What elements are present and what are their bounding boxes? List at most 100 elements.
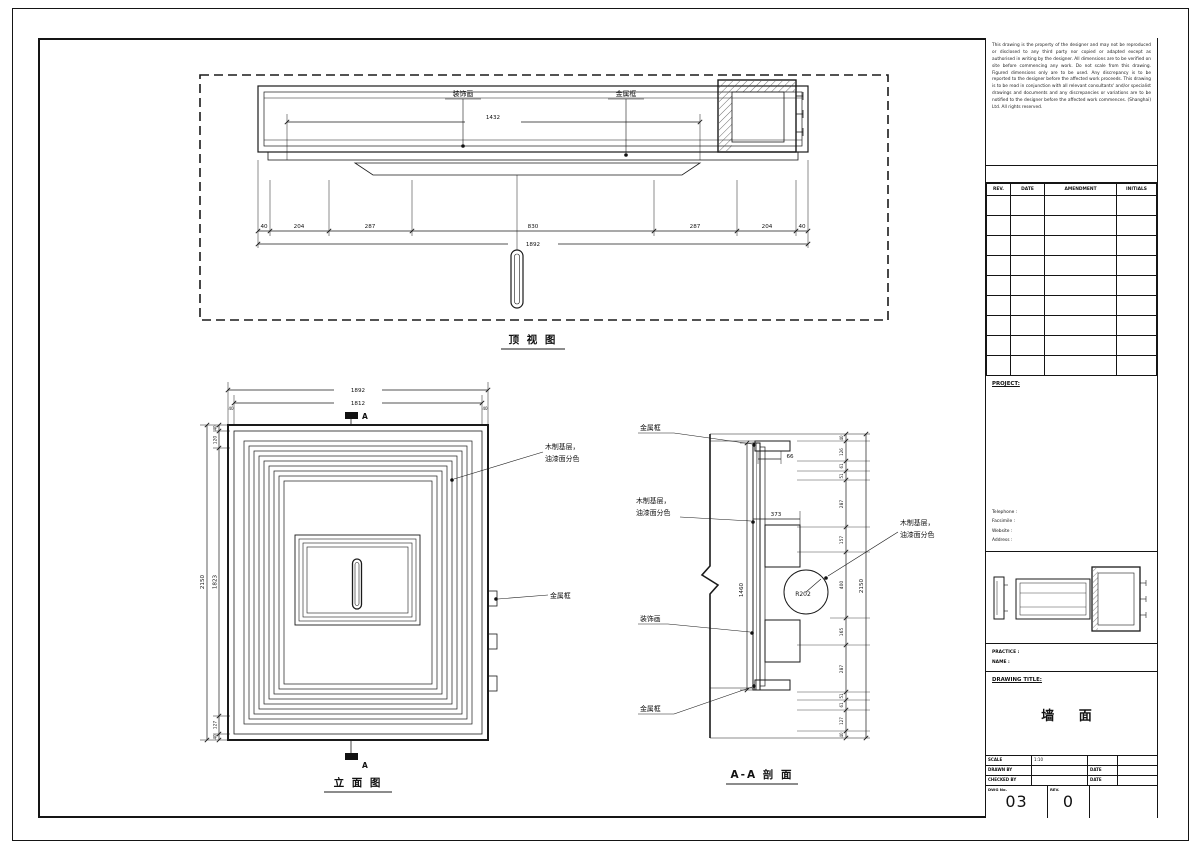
dim-text: 40 xyxy=(482,406,488,411)
sheet-inner-border xyxy=(38,38,1158,818)
top-view-corner-detail xyxy=(717,79,804,153)
dim-text: 1892 xyxy=(351,388,365,394)
radius-detail-circle xyxy=(783,569,829,615)
section-view: R202 金属框 木制基层， 油漆面分色 装饰画 xyxy=(636,423,935,785)
label-text: 木制基层， xyxy=(545,442,579,451)
contact-telephone: Telephone : xyxy=(992,510,1018,515)
fastener-ticks xyxy=(796,92,804,136)
initials-header: INITIALS xyxy=(1116,183,1157,196)
date-header: DATE xyxy=(1010,183,1045,196)
revision-row xyxy=(986,215,1157,236)
scale-row: SCALE 1:10 xyxy=(986,756,1157,766)
dim-text: 287 xyxy=(690,224,701,230)
revision-row xyxy=(986,315,1157,336)
key-plan-thumbnail xyxy=(986,552,1157,644)
dim-1892-elevation: 1892 xyxy=(225,382,491,426)
svg-text:立 面 图: 立 面 图 xyxy=(334,776,383,789)
dim-1892-top-view: 1892 xyxy=(255,241,811,248)
dim-text: 40 xyxy=(213,425,218,431)
dim-text: 40 xyxy=(228,406,234,411)
dim-text: 126 xyxy=(839,448,844,456)
scale-value: 1:10 xyxy=(1032,756,1088,765)
label-wood-base-left: 木制基层， 油漆面分色 xyxy=(636,496,755,524)
elevation-center-panel xyxy=(294,534,421,626)
dim-text: 1812 xyxy=(351,401,365,407)
dim-text: 287 xyxy=(839,500,845,509)
name-label: NAME : xyxy=(992,659,1010,665)
empty-cell xyxy=(1118,776,1157,785)
drawn-by-row: DRAWN BY DATE xyxy=(986,766,1157,776)
dim-text: 1432 xyxy=(486,115,500,121)
dwg-no-value: 03 xyxy=(1005,792,1028,811)
rev-number-cell: REV. 0 xyxy=(1048,786,1090,818)
dim-chain-section: 40 126 61 51 287 157 400 165 287 51 61 1… xyxy=(710,431,870,741)
revision-row xyxy=(986,335,1157,356)
amendment-header: AMENDMENT xyxy=(1044,183,1117,196)
elevation-title: 立 面 图 xyxy=(324,776,392,793)
section-marker-letter: A xyxy=(362,761,368,770)
dim-text: 204 xyxy=(294,224,305,230)
dwg-no-label: DWG No. xyxy=(988,787,1008,792)
checked-by-label: CHECKED BY xyxy=(986,776,1032,785)
dim-text: 2150 xyxy=(200,574,206,589)
empty-cell xyxy=(1088,756,1118,765)
label-wood-base-right: 木制基层， 油漆面分色 xyxy=(824,518,935,580)
top-view-hanger xyxy=(510,249,524,309)
label-metal-frame-elevation: 金属框 xyxy=(494,591,571,601)
dim-text: 51 xyxy=(839,473,844,479)
rev-value: 0 xyxy=(1062,792,1075,811)
label-decorative-painting: 装饰画 xyxy=(445,89,481,148)
project-label: PROJECT: xyxy=(992,381,1020,387)
wood-block-lower xyxy=(764,619,801,663)
label-text: 金属框 xyxy=(640,704,661,713)
section-marker-letter: A xyxy=(362,412,368,421)
wall-line-with-break xyxy=(700,434,720,738)
date-label: DATE xyxy=(1088,776,1118,785)
dim-height-chain-elevation: 40 120 1823 127 40 xyxy=(200,422,230,743)
practice-section: PRACTICE : NAME : xyxy=(986,644,1157,672)
dim-text: 1892 xyxy=(526,242,540,248)
rev-label: REV. xyxy=(1050,787,1060,792)
elevation-right-clips xyxy=(487,590,498,692)
dim-text: 120 xyxy=(213,436,219,445)
title-block: This drawing is the property of the desi… xyxy=(985,38,1157,818)
drawn-by-value xyxy=(1032,766,1088,775)
dim-text: 204 xyxy=(762,224,773,230)
scale-label: SCALE xyxy=(986,756,1032,765)
revision-row xyxy=(986,275,1157,296)
cad-drawing-canvas: 1432 装饰画 金属框 xyxy=(199,74,935,793)
dim-text: 400 xyxy=(839,581,845,590)
radius-text: R202 xyxy=(795,591,811,598)
title-fields: SCALE 1:10 DRAWN BY DATE CHECKED BY DATE… xyxy=(986,756,1157,818)
label-text: 木制基层， xyxy=(900,518,934,527)
key-plan-svg xyxy=(993,565,1146,632)
label-metal-frame-top: 金属框 xyxy=(638,423,756,447)
revision-row xyxy=(986,195,1157,216)
dim-text: 2150 xyxy=(859,578,865,593)
dim-text: 1460 xyxy=(739,582,745,597)
dim-2150-section: 2150 xyxy=(859,431,869,741)
label-metal-frame-bottom: 金属框 xyxy=(638,684,756,715)
section-marker-bottom: A xyxy=(345,740,368,770)
dim-text: 373 xyxy=(771,512,782,518)
practice-label: PRACTICE : xyxy=(992,650,1020,655)
contact-facsimile: Facsimile : xyxy=(992,519,1016,525)
wood-block-upper xyxy=(764,524,801,568)
contact-info: Telephone : Facsimile : Website : Addres… xyxy=(992,508,1151,545)
revision-row xyxy=(986,255,1157,276)
dim-text: 66 xyxy=(786,454,794,460)
label-text: 装饰画 xyxy=(640,614,661,623)
revision-table: REV. DATE AMENDMENT INITIALS xyxy=(986,183,1157,376)
section-title: A-A 剖 面 xyxy=(726,768,798,785)
project-section: PROJECT: Telephone : Facsimile : Website… xyxy=(986,376,1157,552)
dim-text: 157 xyxy=(839,536,845,545)
label-text: 装饰画 xyxy=(453,89,474,98)
center-slot xyxy=(351,558,363,610)
base-layer-strip xyxy=(759,446,766,687)
empty-cell xyxy=(1118,756,1157,765)
dim-66: 66 xyxy=(757,451,794,464)
dim-1812-elevation: 1812 40 40 xyxy=(228,395,488,426)
dim-chain-top-view: 40 204 287 830 287 204 40 xyxy=(255,160,811,248)
label-text: 金属框 xyxy=(640,423,661,432)
